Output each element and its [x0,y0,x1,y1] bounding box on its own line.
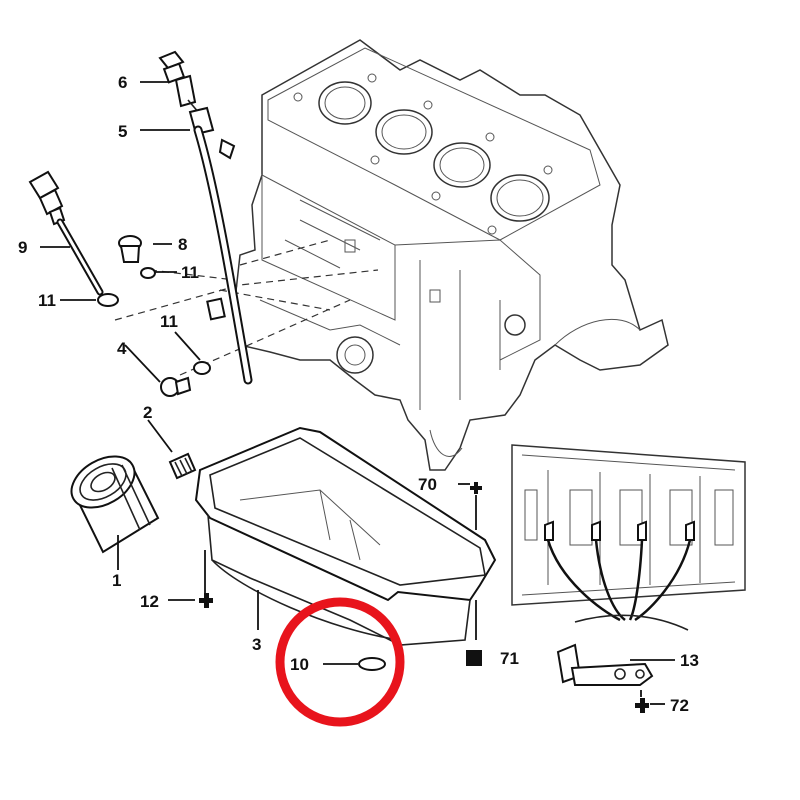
label-8: 8 [178,235,187,254]
label-72: 72 [670,696,689,715]
label-6: 6 [118,73,127,92]
leader-lines [40,81,675,705]
oil-level-sensor [28,170,104,296]
label-12: 12 [140,592,159,611]
plug-8 [118,235,142,263]
label-11-lower: 11 [160,312,178,331]
plus-cross-icon [199,482,649,713]
label-10: 10 [290,655,309,674]
dipstick-assembly [158,50,253,385]
oil-pan [194,426,497,646]
label-9: 9 [18,238,27,257]
red-circle-highlight [275,597,405,727]
label-4: 4 [117,339,127,358]
filter-stud [168,452,197,480]
engine-block [234,39,669,471]
label-11-left: 11 [38,291,56,310]
oil-filter [70,455,160,554]
o-ring-11-lower [193,361,211,375]
label-13: 13 [680,651,699,670]
label-2: 2 [143,403,152,422]
o-ring-11-upper [140,267,156,279]
filled-square-icon [466,650,482,666]
label-1: 1 [112,571,121,590]
piston-cooling-jet [556,643,654,686]
o-ring-11-left [97,293,119,307]
label-3: 3 [252,635,261,654]
label-5: 5 [118,122,127,141]
label-71: 71 [500,649,519,668]
drain-plug-washer [358,657,386,671]
piston-jet-inset [511,444,746,631]
oil-pressure-switch [160,376,192,397]
label-11-upper: 11 [181,263,199,282]
label-70: 70 [418,475,437,494]
callout-labels: 6 5 9 8 11 11 11 4 2 1 12 3 10 70 71 13 … [18,73,699,715]
